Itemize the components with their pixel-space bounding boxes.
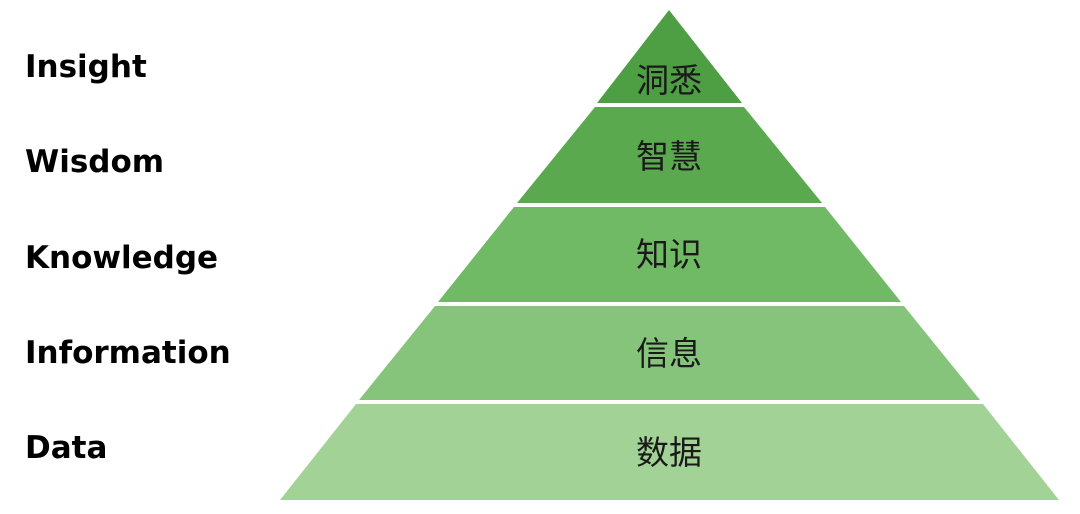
label-information: Information [25,335,231,371]
label-data: Data [25,430,108,466]
tier-data [280,404,1059,500]
tier-wisdom [517,107,822,203]
tier-knowledge [438,207,901,302]
tier-label-information: 信息 [636,334,702,373]
tier-label-knowledge: 知识 [636,235,702,274]
tier-label-data: 数据 [636,433,702,472]
label-insight: Insight [25,49,147,85]
tier-information [359,306,980,400]
tier-label-wisdom: 智慧 [636,137,702,176]
tier-insight [597,10,742,103]
label-knowledge: Knowledge [25,240,219,276]
tier-label-insight: 洞悉 [636,61,702,100]
label-wisdom: Wisdom [25,144,165,180]
